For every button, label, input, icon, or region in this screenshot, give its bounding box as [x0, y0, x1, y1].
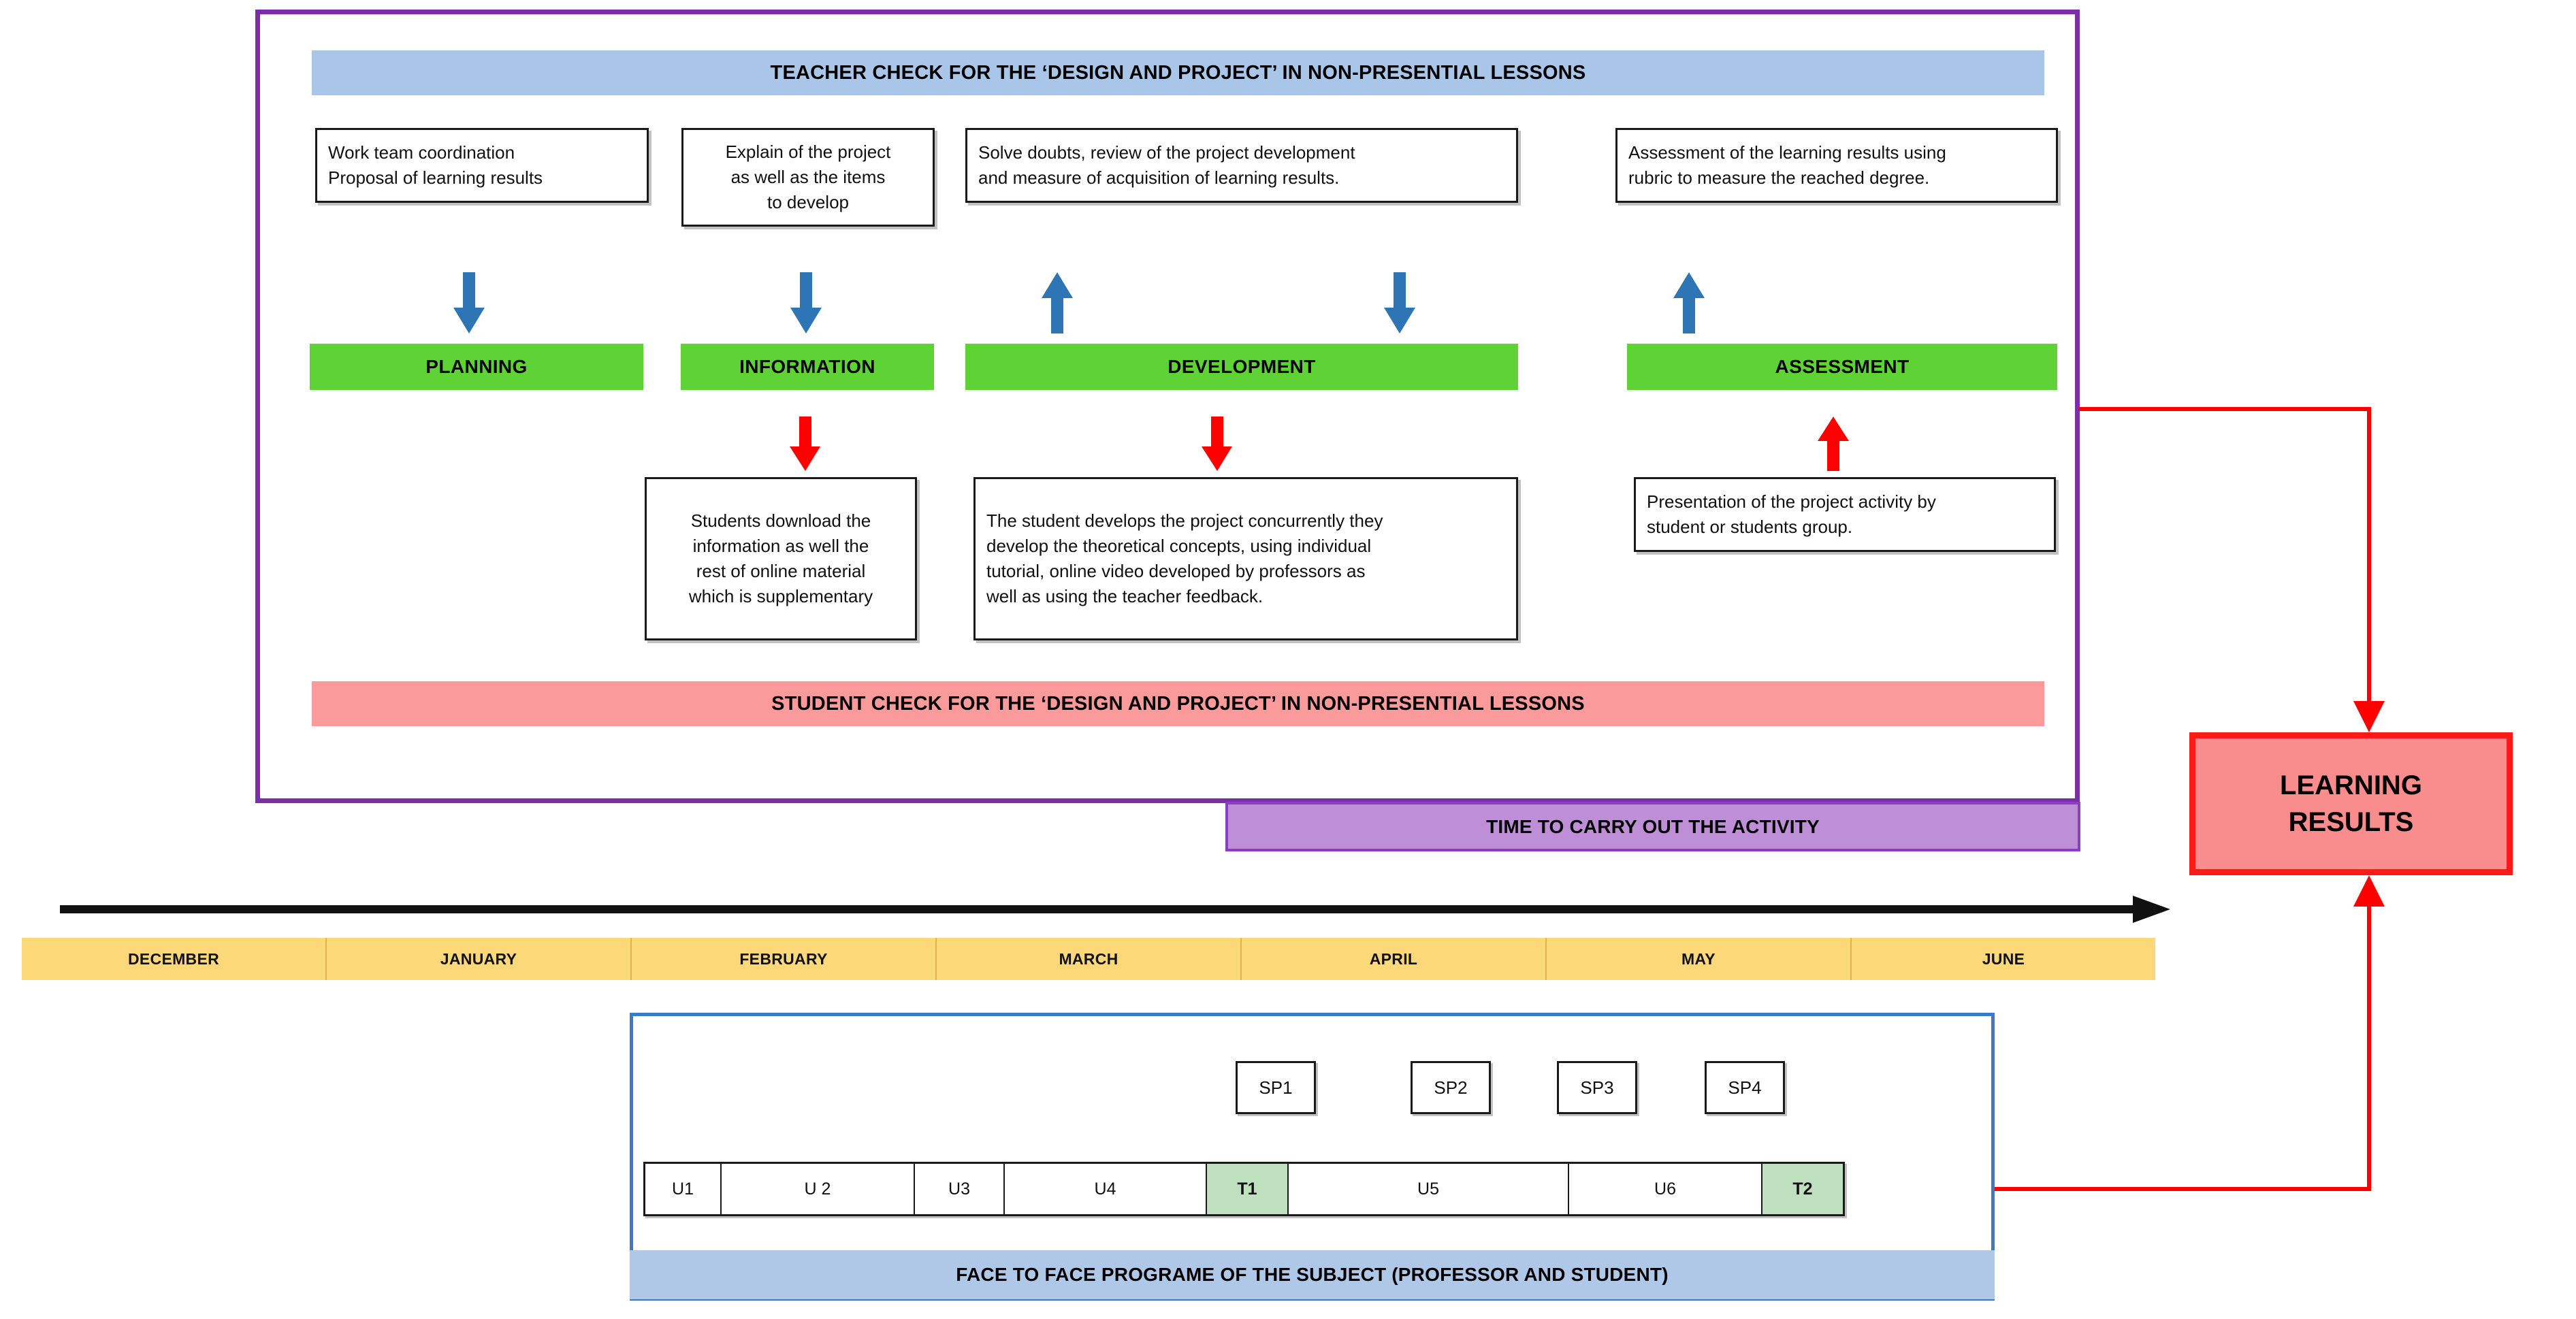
- student-box-information-line3: rest of online material: [696, 561, 866, 581]
- month-label: DECEMBER: [127, 949, 220, 968]
- month-cell: APRIL: [1242, 938, 1547, 980]
- sp-box-1-label: SP1: [1259, 1077, 1293, 1098]
- month-timeline: DECEMBER JANUARY FEBRUARY MARCH APRIL MA…: [22, 938, 2155, 980]
- teacher-box-assessment: Assessment of the learning results using…: [1615, 128, 2058, 203]
- student-box-information-line4: which is supplementary: [688, 585, 873, 606]
- student-box-development-line1: The student develops the project concurr…: [986, 510, 1383, 532]
- sp-box-2[interactable]: SP2: [1411, 1061, 1491, 1114]
- arrow-up-development-icon: [1037, 272, 1077, 333]
- teacher-box-planning-line2: Proposal of learning results: [328, 167, 543, 188]
- arrow-down-development-student-icon: [1198, 417, 1236, 471]
- sp-box-4[interactable]: SP4: [1705, 1061, 1785, 1114]
- sp-box-2-label: SP2: [1434, 1077, 1468, 1098]
- sp-box-4-label: SP4: [1728, 1077, 1762, 1098]
- face-to-face-banner: FACE TO FACE PROGRAME OF THE SUBJECT (PR…: [630, 1250, 1995, 1299]
- arrow-up-assessment-icon: [1669, 272, 1709, 333]
- teacher-box-assessment-line2: rubric to measure the reached degree.: [1628, 167, 1930, 188]
- sp-box-1[interactable]: SP1: [1236, 1061, 1316, 1114]
- phase-assessment[interactable]: ASSESSMENT: [1627, 344, 2057, 390]
- month-cell: DECEMBER: [22, 938, 327, 980]
- teacher-box-planning: Work team coordination Proposal of learn…: [315, 128, 649, 203]
- learning-results-line2: RESULTS: [2288, 807, 2414, 837]
- arrow-down-information-icon: [786, 272, 826, 333]
- unit-label: T2: [1792, 1179, 1813, 1199]
- unit-cell-u1[interactable]: U1: [645, 1164, 722, 1214]
- student-box-information-line2: information as well the: [692, 536, 869, 557]
- phase-information-label: INFORMATION: [739, 356, 875, 377]
- student-box-assessment: Presentation of the project activity by …: [1634, 477, 2056, 552]
- phase-planning[interactable]: PLANNING: [310, 344, 643, 390]
- student-box-development-line2: develop the theoretical concepts, using …: [986, 536, 1372, 557]
- phase-development[interactable]: DEVELOPMENT: [965, 344, 1518, 390]
- phase-information[interactable]: INFORMATION: [681, 344, 934, 390]
- month-cell: MARCH: [937, 938, 1242, 980]
- unit-label: U5: [1417, 1179, 1439, 1199]
- student-box-development-line3: tutorial, online video developed by prof…: [986, 561, 1366, 581]
- month-cell: JANUARY: [327, 938, 632, 980]
- student-box-information-line1: Students download the: [690, 510, 871, 532]
- sp-box-3[interactable]: SP3: [1557, 1061, 1637, 1114]
- teacher-box-information-line3: to develop: [767, 191, 849, 212]
- month-label: MARCH: [1059, 949, 1118, 968]
- phase-development-label: DEVELOPMENT: [1168, 356, 1316, 377]
- teacher-box-development-line1: Solve doubts, review of the project deve…: [978, 142, 1355, 163]
- teacher-box-development: Solve doubts, review of the project deve…: [965, 128, 1518, 203]
- teacher-check-banner: TEACHER CHECK FOR THE ‘DESIGN AND PROJEC…: [312, 50, 2044, 95]
- month-cell: JUNE: [1852, 938, 2155, 980]
- teacher-box-development-line2: and measure of acquisition of learning r…: [978, 167, 1340, 188]
- student-check-banner: STUDENT CHECK FOR THE ‘DESIGN AND PROJEC…: [312, 681, 2044, 726]
- unit-label: T1: [1237, 1179, 1257, 1199]
- unit-cell-t1[interactable]: T1: [1207, 1164, 1289, 1214]
- unit-label: U1: [672, 1179, 694, 1199]
- phase-assessment-label: ASSESSMENT: [1775, 356, 1910, 377]
- month-label: JUNE: [1982, 949, 2025, 968]
- month-label: MAY: [1681, 949, 1716, 968]
- sp-box-3-label: SP3: [1580, 1077, 1614, 1098]
- time-to-carry-out-banner: TIME TO CARRY OUT THE ACTIVITY: [1225, 802, 2080, 851]
- student-box-development: The student develops the project concurr…: [973, 477, 1518, 640]
- arrow-down-development-icon: [1380, 272, 1419, 333]
- arrow-down-information-student-icon: [786, 417, 824, 471]
- student-box-information: Students download the information as wel…: [645, 477, 917, 640]
- month-cell: MAY: [1547, 938, 1852, 980]
- teacher-box-information-line1: Explain of the project: [725, 142, 891, 163]
- month-label: FEBRUARY: [739, 949, 828, 968]
- unit-label: U3: [948, 1179, 970, 1199]
- month-label: JANUARY: [440, 949, 517, 968]
- student-box-assessment-line1: Presentation of the project activity by: [1647, 491, 1936, 512]
- learning-results-box[interactable]: LEARNING RESULTS: [2189, 732, 2513, 875]
- teacher-box-assessment-line1: Assessment of the learning results using: [1628, 142, 1946, 163]
- student-box-assessment-line2: student or students group.: [1647, 517, 1853, 537]
- unit-label: U6: [1654, 1179, 1676, 1199]
- arrow-down-planning-icon: [449, 272, 489, 333]
- unit-cell-u4[interactable]: U4: [1005, 1164, 1207, 1214]
- month-cell: FEBRUARY: [632, 938, 937, 980]
- phase-planning-label: PLANNING: [425, 356, 528, 377]
- arrow-up-assessment-student-icon: [1814, 417, 1852, 471]
- student-box-development-line4: well as using the teacher feedback.: [986, 585, 1263, 606]
- timeline-axis-arrow-icon: [60, 896, 2170, 923]
- learning-results-line1: LEARNING: [2280, 770, 2422, 800]
- units-row: U1 U 2 U3 U4 T1 U5 U6 T2: [643, 1162, 1845, 1216]
- teacher-box-information: Explain of the project as well as the it…: [681, 128, 935, 227]
- unit-cell-u6[interactable]: U6: [1569, 1164, 1762, 1214]
- teacher-box-information-line2: as well as the items: [730, 167, 886, 188]
- unit-cell-u5[interactable]: U5: [1289, 1164, 1569, 1214]
- unit-cell-u2[interactable]: U 2: [722, 1164, 915, 1214]
- unit-label: U 2: [804, 1179, 831, 1199]
- unit-label: U4: [1094, 1179, 1116, 1199]
- unit-cell-u3[interactable]: U3: [915, 1164, 1005, 1214]
- unit-cell-t2[interactable]: T2: [1762, 1164, 1843, 1214]
- teacher-box-planning-line1: Work team coordination: [328, 142, 515, 163]
- month-label: APRIL: [1369, 949, 1418, 968]
